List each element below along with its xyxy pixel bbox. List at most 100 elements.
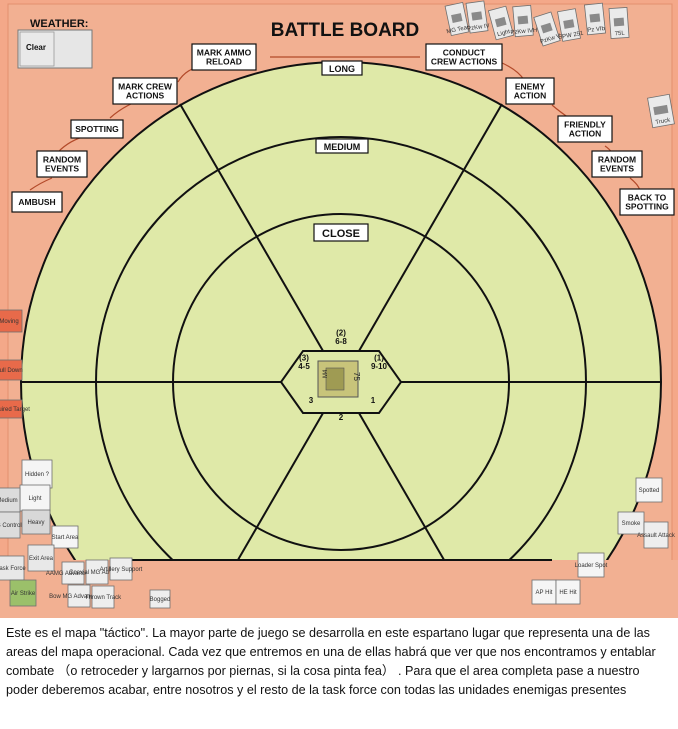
counter-truck-label: Truck bbox=[655, 117, 672, 126]
close-label: CLOSE bbox=[322, 228, 360, 240]
counter-smoke-label: Smoke bbox=[622, 521, 641, 527]
close-label-box bbox=[313, 223, 369, 242]
counter-pzkw-ivh[interactable]: PzKw IVH bbox=[508, 4, 538, 38]
counter-smoke[interactable]: Smoke bbox=[617, 511, 645, 535]
sector-number-2: 2 bbox=[339, 413, 344, 422]
tank-counter[interactable]: M4 75 bbox=[317, 360, 361, 398]
sequence-step-ambush: AMBUSH bbox=[18, 197, 55, 207]
counter-start-area[interactable]: Start Area bbox=[51, 525, 79, 549]
counter-mg-team-label: MG Team bbox=[446, 24, 473, 35]
caption: Este es el mapa "táctico". La mayor part… bbox=[6, 626, 656, 697]
counter-hidden-label: Hidden ? bbox=[25, 472, 50, 478]
counter-task-force[interactable]: Task Force bbox=[0, 555, 26, 581]
long-label-box bbox=[321, 60, 363, 76]
counter-he-hit[interactable]: HE Hit bbox=[555, 579, 581, 605]
counter-acquired-target-label: Acquired Target bbox=[0, 407, 30, 413]
sequence-step-mark-crew-actions-box bbox=[112, 77, 178, 105]
counter-mg-team[interactable]: MG Team bbox=[441, 1, 473, 37]
counter-spotted-label: Spotted bbox=[639, 488, 660, 494]
counter-heavy[interactable]: Heavy bbox=[21, 509, 51, 535]
counter-moving[interactable]: Moving bbox=[0, 309, 23, 333]
counter-medium-label: Medium bbox=[0, 498, 18, 504]
counter-air-strike[interactable]: Air Strike bbox=[9, 579, 37, 607]
counter-exit-area-label: Exit Area bbox=[29, 556, 54, 562]
counter-thrown-track[interactable]: Thrown Track bbox=[85, 585, 122, 609]
counter-coaxial-mg-advance[interactable]: Coaxial MG Advance bbox=[69, 559, 126, 585]
counter-hidden[interactable]: Hidden ? bbox=[21, 459, 53, 489]
sequence-step-enemy-action-box bbox=[505, 77, 555, 105]
counter-artillery-support[interactable]: Artillery Support bbox=[100, 557, 143, 581]
counter-aamg-advance-fire-label: AAMG Advance Fire bbox=[46, 571, 101, 577]
counter-hull-down-label: Hull Down bbox=[0, 368, 23, 374]
counter-pzkw-iv-label: PzKw IV bbox=[467, 23, 490, 32]
counter-light-label: Light bbox=[497, 29, 511, 38]
sequence-step-friendly-action-box bbox=[557, 115, 613, 143]
counter-assault-attack-label: Assault Attack bbox=[637, 533, 676, 539]
counter-spw-251[interactable]: SPW 251 bbox=[554, 8, 585, 42]
sequence-step-conduct-crew-actions-box bbox=[425, 43, 503, 71]
counter-start-area-label: Start Area bbox=[52, 535, 79, 541]
sector-number-1: 1 bbox=[371, 396, 376, 405]
counter-75l-label: 75L bbox=[615, 31, 626, 38]
counter-bogged[interactable]: Bogged bbox=[149, 589, 171, 609]
counter-moving-label: Moving bbox=[0, 319, 19, 325]
counter-truck[interactable]: Truck bbox=[647, 93, 675, 129]
counter-exit-area[interactable]: Exit Area bbox=[27, 544, 55, 572]
counter-hull-down[interactable]: Hull Down bbox=[0, 359, 23, 381]
weather-label: WEATHER: bbox=[30, 18, 88, 30]
counter-coaxial-mg-advance-label: Coaxial MG Advance bbox=[69, 570, 126, 576]
medium-label-box bbox=[315, 138, 369, 154]
counter-spotted[interactable]: Spotted bbox=[635, 477, 663, 503]
board-title: BATTLE BOARD bbox=[271, 20, 419, 41]
weather-counter[interactable] bbox=[19, 31, 55, 67]
long-label: LONG bbox=[329, 64, 355, 74]
counter-pzkw-iv[interactable]: PzKw IV bbox=[464, 0, 491, 34]
counter-assault-attack[interactable]: Assault Attack bbox=[637, 521, 676, 549]
counter-light[interactable]: Light bbox=[19, 484, 51, 512]
counter-spw-251-label: SPW 251 bbox=[558, 31, 585, 41]
counter-us-control[interactable]: US Control bbox=[0, 511, 22, 539]
battle-board: BATTLE BOARD WEATHER: Clear LONG MEDIUM bbox=[0, 0, 678, 618]
counter-loader-spot-label: Loader Spot bbox=[575, 563, 608, 569]
medium-label: MEDIUM bbox=[324, 142, 361, 152]
counter-bow-mg-advance-fire[interactable]: Bow MG Advance Fire bbox=[49, 584, 110, 608]
counter-pz-vib[interactable]: Pz VIb bbox=[584, 2, 606, 36]
sector-number-3: 3 bbox=[309, 396, 314, 405]
counter-aamg-advance-fire[interactable]: AAMG Advance Fire bbox=[46, 561, 101, 585]
counter-light[interactable]: Light bbox=[487, 5, 515, 41]
sequence-step-random-events-box bbox=[591, 150, 643, 178]
sequence-step-spotting-box bbox=[70, 119, 124, 139]
counter-acquired-target[interactable]: Acquired Target bbox=[0, 399, 30, 419]
counter-light-label: Light bbox=[28, 496, 41, 502]
sequence-step-random-events-box bbox=[36, 150, 88, 178]
tank-counter-name: M4 bbox=[323, 369, 329, 378]
counter-heavy-label: Heavy bbox=[27, 520, 44, 526]
sector-label-2: (3)4-5 bbox=[298, 353, 310, 371]
counter-artillery-support-label: Artillery Support bbox=[100, 567, 143, 573]
counter-ap-hit[interactable]: AP Hit bbox=[531, 579, 557, 605]
sector-label-3: (1)9-10 bbox=[371, 353, 388, 371]
counter-task-force-label: Task Force bbox=[0, 566, 26, 572]
counter-pz-vib-label: Pz VIb bbox=[587, 26, 606, 34]
counter-75l[interactable]: 75L bbox=[608, 6, 630, 40]
counter-pzkw-ivh-label: PzKw IVH bbox=[510, 28, 537, 36]
counter-loader-spot[interactable]: Loader Spot bbox=[575, 552, 608, 578]
counter-bow-mg-advance-fire-label: Bow MG Advance Fire bbox=[49, 594, 109, 600]
counter-ap-hit-label: AP Hit bbox=[536, 590, 553, 596]
sequence-step-back-to-spotting-box bbox=[619, 188, 675, 216]
counter-thrown-track-label: Thrown Track bbox=[85, 595, 122, 601]
counter-he-hit-label: HE Hit bbox=[559, 590, 577, 596]
sector-label-1: (2)6-8 bbox=[335, 328, 347, 346]
counter-medium[interactable]: Medium bbox=[0, 487, 21, 513]
tank-counter-value: 75 bbox=[352, 372, 361, 381]
counter-air-strike-label: Air Strike bbox=[11, 591, 36, 597]
